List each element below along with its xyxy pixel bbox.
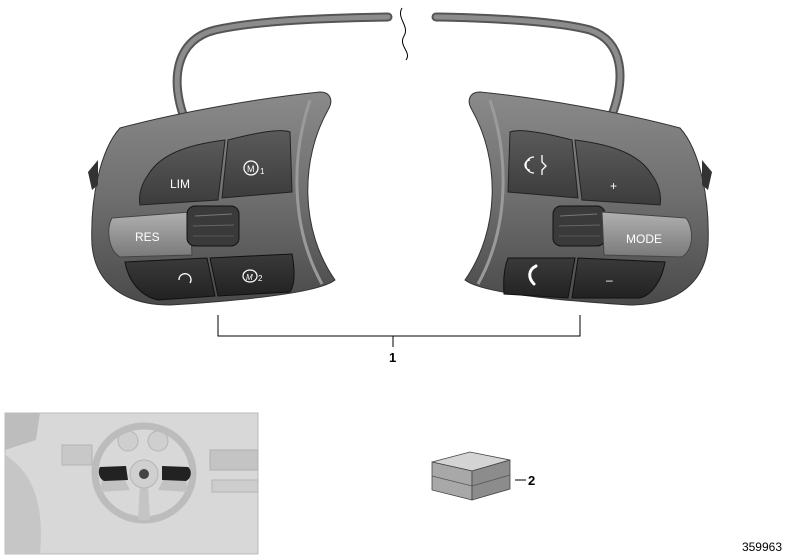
voice-command-icon [524, 155, 547, 175]
m2-button[interactable]: M 2 [209, 253, 295, 297]
bmw-logo-icon [139, 469, 149, 479]
left-steering-switch: LIM M 1 RES M 2 [88, 91, 336, 306]
res-label: RES [135, 230, 160, 244]
left-scroll-wheel[interactable] [186, 205, 240, 247]
mode-label: MODE [626, 232, 662, 246]
voice-command-button[interactable] [507, 130, 579, 199]
res-button[interactable]: RES [108, 211, 193, 258]
cable [172, 12, 625, 125]
svg-text:1: 1 [260, 167, 265, 176]
speedometer-icon [178, 273, 192, 284]
callout-1: 1 [389, 350, 396, 365]
cruise-control-button[interactable] [124, 257, 216, 301]
plus-button[interactable]: + [574, 139, 661, 206]
right-switch-highlight [162, 466, 191, 481]
mode-button[interactable]: MODE [601, 211, 692, 258]
m2-mode-icon [242, 269, 258, 283]
cable-break-mark [400, 7, 408, 61]
svg-text:2: 2 [258, 274, 263, 283]
vehicle-interior-inset [4, 412, 259, 555]
part-box [431, 451, 511, 501]
right-steering-switch: + MODE – [464, 91, 712, 306]
phone-button[interactable] [503, 257, 576, 299]
minus-button[interactable]: – [571, 257, 666, 299]
left-switch-highlight [98, 466, 128, 481]
svg-text:M: M [247, 164, 255, 174]
callout-2: 2 [528, 473, 535, 488]
m1-button[interactable]: M 1 [221, 130, 293, 199]
callout-bracket [217, 315, 581, 347]
svg-text:M: M [246, 273, 253, 282]
lim-label: LIM [170, 177, 190, 191]
minus-label: – [606, 273, 613, 287]
right-scroll-wheel[interactable] [552, 205, 606, 247]
lim-button[interactable]: LIM [139, 139, 226, 206]
reference-number: 359963 [741, 540, 782, 554]
phone-icon [528, 264, 538, 286]
m1-mode-icon [243, 160, 259, 176]
plus-label: + [610, 179, 617, 193]
